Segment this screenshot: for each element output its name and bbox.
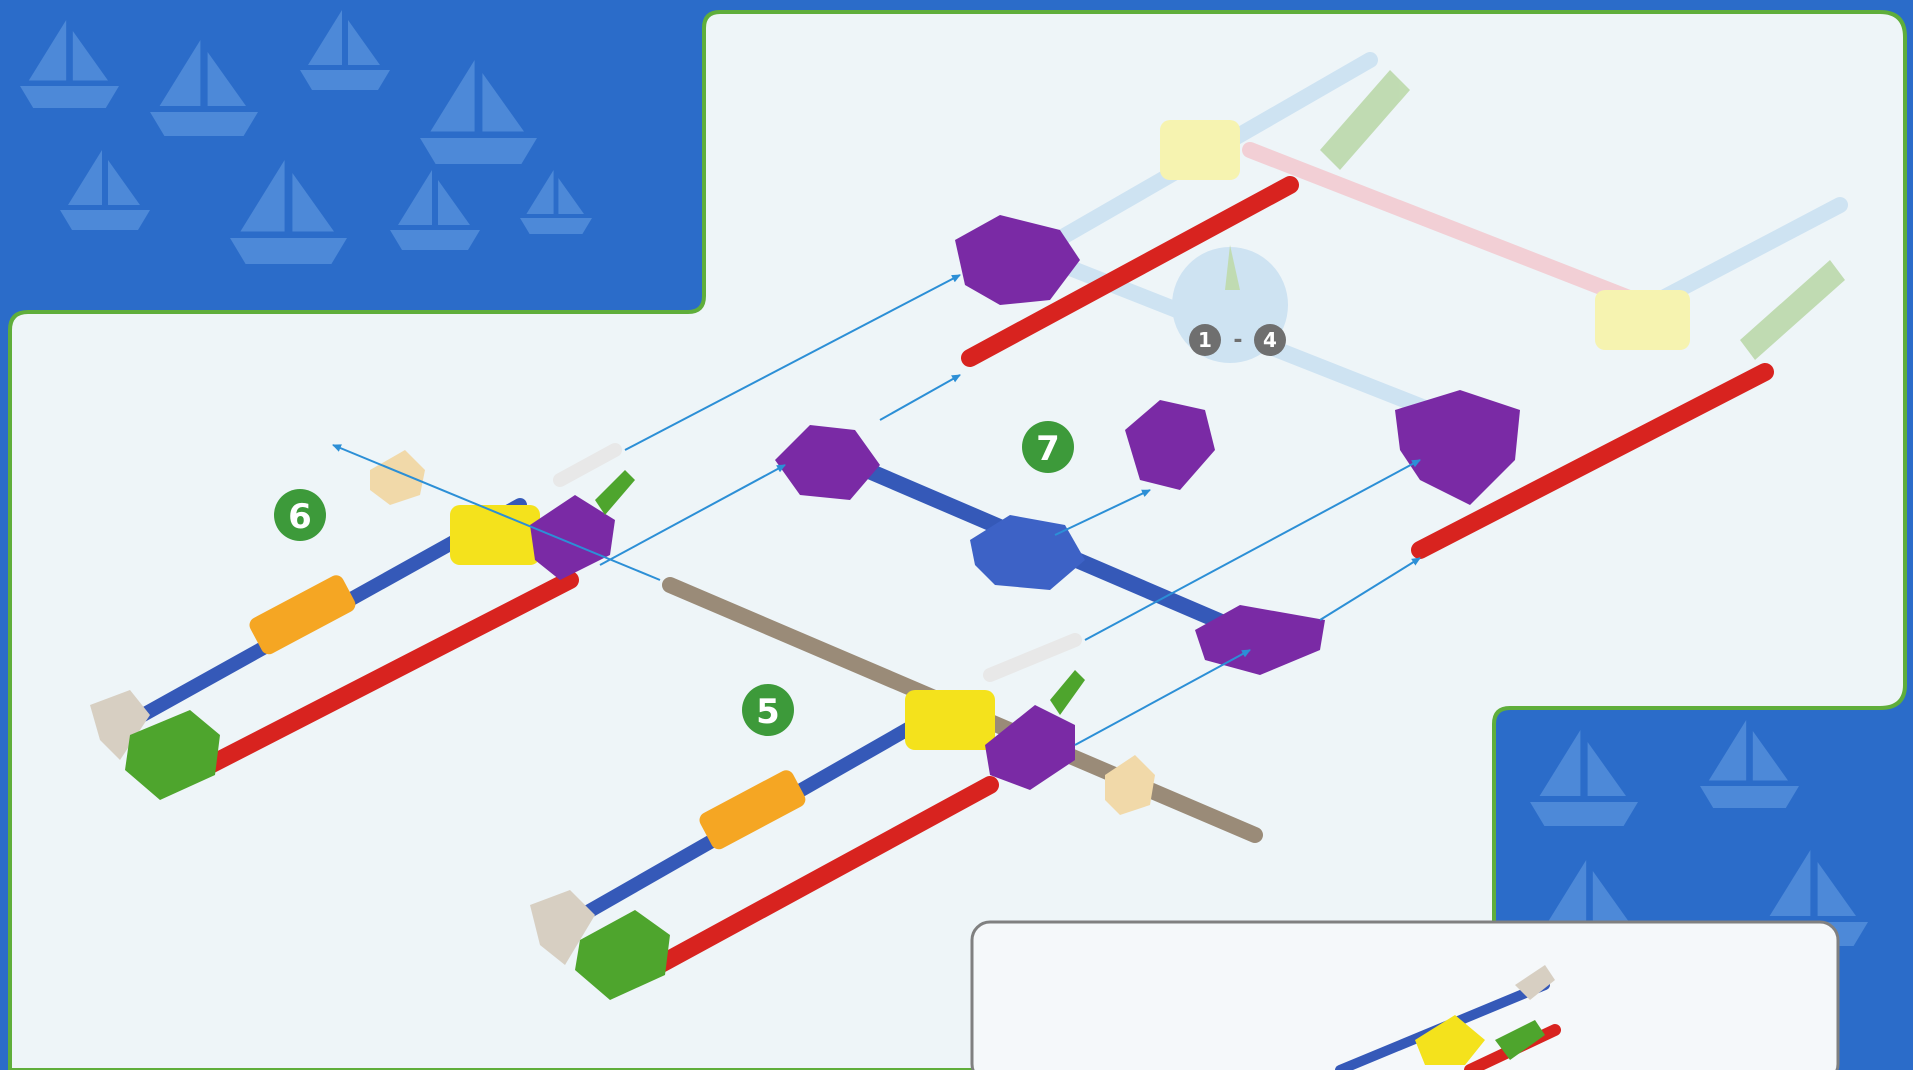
step-5-badge: 5 <box>742 684 794 736</box>
steps-1-4-to: 4 <box>1263 328 1277 352</box>
steps-1-4-dash: - <box>1233 328 1242 353</box>
step-7-number: 7 <box>1036 429 1060 469</box>
steps-1-4-badge: 1 - 4 <box>1189 324 1286 356</box>
step-5-number: 5 <box>756 692 780 732</box>
step-7-badge: 7 <box>1022 421 1074 473</box>
steps-1-4-from: 1 <box>1198 328 1212 352</box>
step-6-badge: 6 <box>274 489 326 541</box>
step-6-number: 6 <box>288 497 312 537</box>
